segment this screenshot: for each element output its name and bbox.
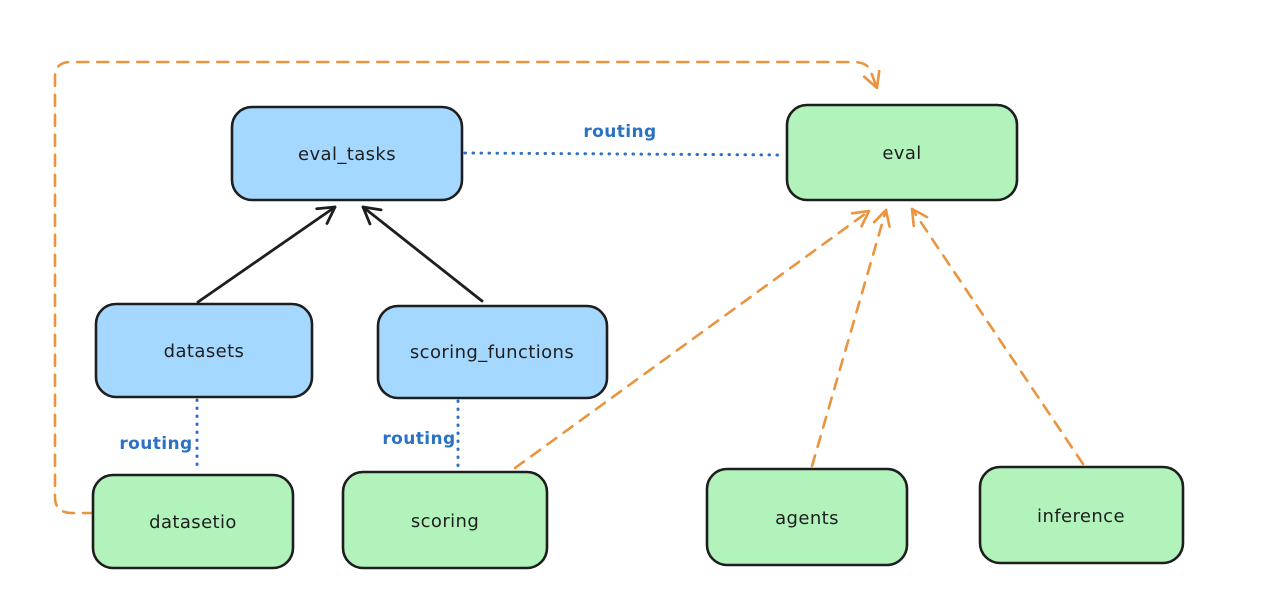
edge-labels-layer: routing routing routing: [119, 122, 656, 454]
edge-eval-tasks-to-eval-routing-dotted[interactable]: [463, 151, 786, 157]
node-datasetio[interactable]: datasetio: [91, 473, 295, 570]
edge-datasetio-to-eval-dashed-arrow[interactable]: [53, 60, 881, 515]
node-eval-tasks[interactable]: eval_tasks: [230, 105, 464, 202]
node-datasetio-box[interactable]: [91, 473, 295, 570]
node-eval-label: eval: [882, 143, 921, 164]
node-inference[interactable]: inference: [978, 465, 1185, 565]
node-scoring[interactable]: scoring: [341, 470, 549, 570]
routing-label-eval-tasks-eval: routing: [583, 122, 656, 142]
node-scoring-functions-label: scoring_functions: [410, 342, 574, 363]
edge-datasets-to-eval-tasks-arrow[interactable]: [196, 205, 337, 304]
node-datasets-box[interactable]: [94, 302, 314, 399]
node-eval-tasks-label: eval_tasks: [298, 144, 396, 165]
node-agents-label: agents: [775, 508, 839, 529]
node-scoring-functions-box[interactable]: [376, 304, 609, 400]
node-scoring-functions[interactable]: scoring_functions: [376, 304, 609, 400]
nodes-layer: eval_tasks eval datasets scoring_functio…: [91, 103, 1185, 570]
routing-label-datasets-datasetio: routing: [119, 434, 192, 454]
edge-inference-to-eval-dashed-arrow[interactable]: [910, 207, 1085, 466]
node-eval[interactable]: eval: [785, 103, 1019, 202]
node-scoring-label: scoring: [411, 511, 479, 532]
node-datasetio-label: datasetio: [149, 512, 237, 533]
node-eval-box[interactable]: [785, 103, 1019, 202]
edge-scoring-functions-to-eval-tasks-arrow[interactable]: [361, 205, 484, 303]
node-scoring-box[interactable]: [341, 470, 549, 570]
node-datasets[interactable]: datasets: [94, 302, 314, 399]
node-inference-label: inference: [1037, 506, 1125, 527]
node-eval-tasks-box[interactable]: [230, 105, 464, 202]
routing-label-scoring-functions-scoring: routing: [382, 429, 455, 449]
edge-scoring-to-eval-dashed-arrow[interactable]: [513, 209, 871, 470]
node-agents[interactable]: agents: [705, 467, 909, 567]
node-datasets-label: datasets: [164, 341, 245, 362]
edge-agents-to-eval-dashed-arrow[interactable]: [810, 208, 891, 468]
edges-layer: [53, 60, 1085, 515]
node-inference-box[interactable]: [978, 465, 1185, 565]
node-agents-box[interactable]: [705, 467, 909, 567]
